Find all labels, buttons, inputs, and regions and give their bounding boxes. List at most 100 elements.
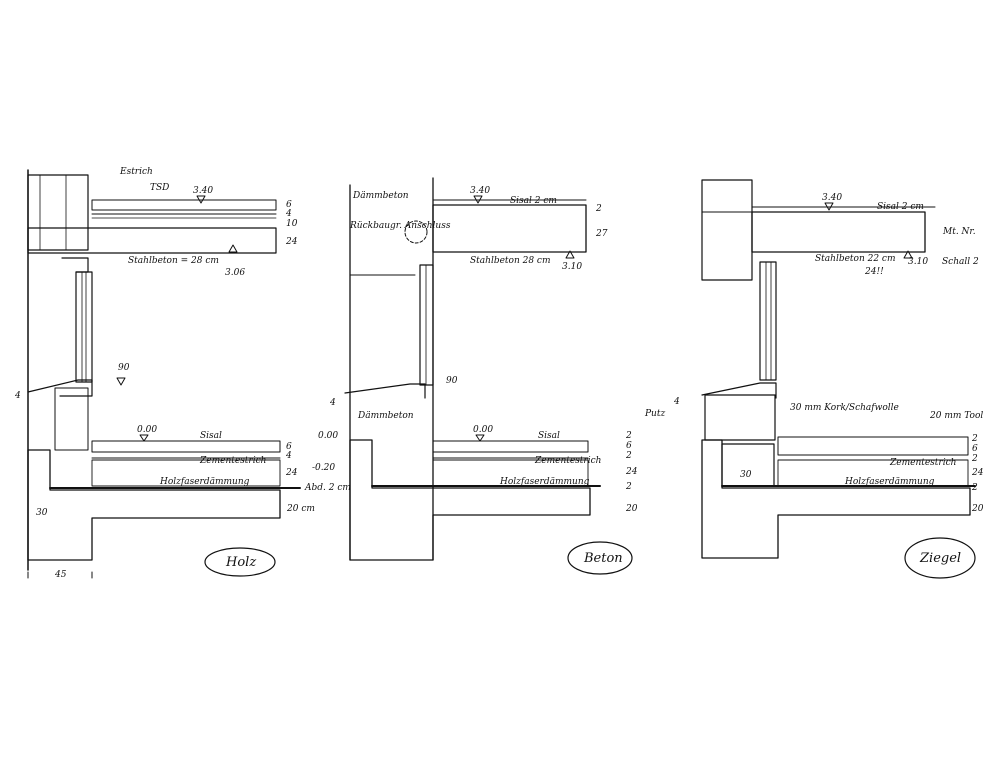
holz-top-note-2: TSD <box>150 183 169 193</box>
label-holz-text: Holz <box>225 555 256 570</box>
beton-level-ceiling: 3.10 <box>562 262 582 272</box>
window-frame-ziegel <box>759 261 777 381</box>
foundation-beton <box>349 439 591 561</box>
holz-layer-top-4: 24 <box>285 237 298 247</box>
ziegel-layer-floor-1: 2 <box>971 434 978 444</box>
holz-level-top: 3.40 <box>193 186 213 196</box>
holz-ceiling-label: Stahlbeton = 28 cm <box>128 256 219 266</box>
level-marker-icon <box>903 250 913 259</box>
floor-finish-ziegel <box>777 436 969 456</box>
beton-top-note: Dämmbeton <box>352 191 409 201</box>
ziegel-right-note: Mt. Nr. <box>942 227 976 237</box>
ziegel-floor-note: 20 mm Tool <box>929 411 983 421</box>
brick-wall-upper <box>701 179 753 281</box>
holz-layer-floor-1: 6 <box>286 442 292 452</box>
ziegel-foundation-dim: 30 <box>740 470 752 480</box>
foundation-ziegel <box>701 439 971 559</box>
ziegel-ceiling-mark: 24!! <box>864 267 884 277</box>
window-frame-holz <box>75 271 93 383</box>
label-ziegel-text: Ziegel <box>919 551 961 566</box>
beton-window-mark: 90 <box>446 376 458 386</box>
floor-finish-beton <box>432 440 589 453</box>
concrete-ceiling-ziegel <box>751 211 926 253</box>
holz-level-outside: -0.20 <box>312 463 335 473</box>
floor-insulation-holz <box>91 459 281 487</box>
beton-layer-floor-3: 2 <box>625 451 632 461</box>
beton-floor-finish: Sisal <box>538 431 560 441</box>
beton-layer-top-1: 2 <box>595 204 602 214</box>
ziegel-sill-note: 30 mm Kork/Schafwolle <box>790 403 899 413</box>
ziegel-layer-floor-6: 20 <box>971 504 984 514</box>
beton-left-mark: 4 <box>329 398 336 408</box>
beton-layer-floor-1: 2 <box>625 431 632 441</box>
beton-layer-top-2: 27 <box>595 229 608 239</box>
label-ziegel: Ziegel <box>904 537 976 579</box>
level-marker-icon <box>473 195 483 204</box>
ziegel-left-note: Putz <box>644 409 665 419</box>
beton-layer-floor-6: 20 <box>625 504 638 514</box>
brick-wall-lower <box>704 394 776 441</box>
holz-screed: Zementestrich <box>199 456 266 466</box>
beton-layer-floor-2: 6 <box>626 441 632 451</box>
beton-layer-floor-4: 24 <box>625 467 638 477</box>
beton-sill-note: Dämmbeton <box>357 411 414 421</box>
holz-window-mark: 90 <box>118 363 130 373</box>
level-marker-icon <box>228 244 238 253</box>
holz-level-floor: 0.00 <box>137 425 157 435</box>
beton-floor-top: Sisal 2 cm <box>510 196 557 206</box>
holz-layer-floor-3: 24 <box>285 468 298 478</box>
detail-holz <box>27 169 301 579</box>
level-marker-icon <box>196 195 206 204</box>
holz-layer-top-2: 4 <box>285 209 292 219</box>
ziegel-screed: Zementestrich <box>889 458 956 468</box>
beton-level-top: 3.40 <box>470 186 490 196</box>
level-marker-icon <box>824 202 834 211</box>
label-beton: Beton <box>567 541 633 575</box>
ziegel-layer-floor-5: 2 <box>971 483 978 493</box>
ziegel-level-ceiling: 3.10 <box>908 257 928 267</box>
window-frame-beton <box>419 264 434 386</box>
beton-ceiling-label: Stahlbeton 28 cm <box>470 256 551 266</box>
ceiling-screed <box>91 199 277 211</box>
timber-ceiling-slab <box>27 227 277 254</box>
ziegel-layer-floor-4: 24 <box>971 468 984 478</box>
detail-ziegel <box>701 179 976 559</box>
ziegel-right-note-2: Schall 2 <box>942 257 979 267</box>
holz-floor-finish: Sisal <box>200 431 222 441</box>
level-marker-icon <box>139 434 149 442</box>
beton-screed: Zementestrich <box>534 456 601 466</box>
beton-insulation: Holzfaserdämmung <box>499 477 590 487</box>
beton-level-floor: 0.00 <box>473 425 493 435</box>
timber-wall-upper <box>27 174 89 251</box>
holz-left-mark: 4 <box>14 391 21 401</box>
level-marker-icon <box>475 434 485 442</box>
foundation-holz <box>27 449 281 561</box>
holz-slab: 20 cm <box>286 504 315 514</box>
holz-level-ceiling: 3.06 <box>225 268 245 278</box>
label-beton-text: Beton <box>583 551 623 566</box>
detail-beton <box>344 177 601 561</box>
beton-reveal: Rückbaugr. Anschluss <box>349 221 451 231</box>
holz-top-note: Estrich <box>119 167 153 177</box>
beton-level-left: 0.00 <box>318 431 338 441</box>
beton-layer-floor-5: 2 <box>625 482 632 492</box>
timber-wall-lower <box>54 387 89 451</box>
holz-layer-floor-2: 4 <box>285 451 292 461</box>
level-marker-icon <box>116 377 126 386</box>
holz-foundation-dim: 30 <box>36 508 48 518</box>
ziegel-insulation: Holzfaserdämmung <box>844 477 935 487</box>
ziegel-left-mark: 4 <box>673 397 680 407</box>
ziegel-level-top: 3.40 <box>822 193 842 203</box>
holz-membrane: Abd. 2 cm <box>304 483 351 493</box>
holz-insulation: Holzfaserdämmung <box>159 477 250 487</box>
ziegel-layer-floor-2: 6 <box>972 444 978 454</box>
label-holz: Holz <box>204 547 276 577</box>
holz-layer-top-3: 10 <box>286 219 298 229</box>
level-marker-icon <box>565 250 575 259</box>
concrete-ceiling-beton <box>432 204 587 253</box>
ziegel-floor-top: Sisal 2 cm <box>877 202 924 212</box>
ziegel-layer-floor-3: 2 <box>971 454 978 464</box>
floor-finish-holz <box>91 440 281 453</box>
holz-base-dim: 45 <box>54 570 67 580</box>
